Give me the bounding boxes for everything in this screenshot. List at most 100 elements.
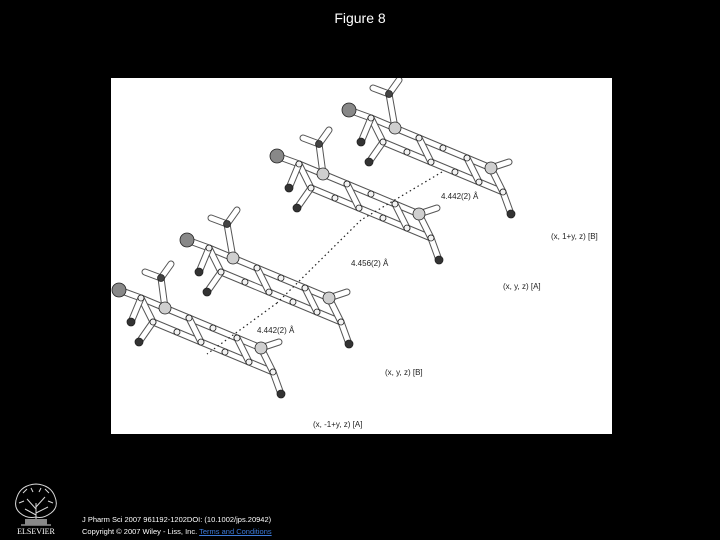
bond	[234, 335, 252, 365]
atom	[356, 137, 366, 147]
atom	[344, 339, 354, 349]
atom	[364, 157, 374, 167]
bond	[218, 269, 248, 285]
atom	[379, 214, 387, 222]
bond	[186, 315, 204, 345]
atom	[126, 317, 136, 327]
atom	[341, 102, 357, 118]
atom	[292, 203, 302, 213]
atom	[391, 200, 399, 208]
atom	[415, 134, 423, 142]
atom	[223, 220, 231, 228]
atom	[313, 308, 321, 316]
elsevier-wordmark: ELSEVIER	[17, 527, 55, 536]
atom	[194, 267, 204, 277]
atom	[322, 291, 336, 305]
bond	[464, 155, 482, 185]
atom	[379, 138, 387, 146]
terms-link[interactable]: Terms and Conditions	[199, 527, 272, 536]
contact-line-mid	[276, 219, 362, 304]
atom	[157, 274, 165, 282]
atom	[277, 274, 285, 282]
atom	[385, 90, 393, 98]
bond	[210, 325, 240, 341]
atom	[355, 204, 363, 212]
atom	[202, 287, 212, 297]
atom	[173, 328, 181, 336]
molecule-label-b: (x, y, z) [B]	[385, 368, 423, 377]
atom	[134, 337, 144, 347]
atom	[331, 194, 339, 202]
distance-label-mid: 4.456(2) Å	[351, 259, 389, 268]
bond	[254, 265, 272, 295]
molecule-label-top-b: (x, 1+y, z) [B]	[551, 232, 598, 241]
atom	[451, 168, 459, 176]
atom	[343, 180, 351, 188]
distance-label-top: 4.442(2) Å	[441, 192, 479, 201]
atom	[137, 294, 145, 302]
atom	[506, 209, 516, 219]
bond	[302, 285, 320, 315]
atom	[254, 341, 268, 355]
bond	[392, 201, 410, 231]
bond	[416, 135, 434, 165]
atom	[403, 148, 411, 156]
molecular-stack-drawing: 4.442(2) Å 4.456(2) Å 4.442(2) Å (x, 1+y…	[111, 78, 598, 429]
bond-sticks	[115, 78, 515, 398]
citation-line: J Pharm Sci 2007 961192-1202DOI: (10.100…	[82, 515, 272, 524]
atom	[269, 148, 285, 164]
atom	[276, 389, 286, 399]
atom	[427, 158, 435, 166]
bond	[440, 145, 470, 161]
copyright-line: Copyright © 2007 Wiley - Liss, Inc. Term…	[82, 526, 272, 538]
atom	[316, 167, 330, 181]
atom	[197, 338, 205, 346]
bond	[428, 159, 458, 175]
molecule-label-bottom-a: (x, -1+y, z) [A]	[313, 420, 362, 429]
atom	[245, 358, 253, 366]
atom	[205, 244, 213, 252]
atom	[307, 184, 315, 192]
atom	[412, 207, 426, 221]
atom-spheres	[111, 90, 516, 399]
atom	[217, 268, 225, 276]
atom	[484, 161, 498, 175]
atom	[253, 264, 261, 272]
bond	[380, 139, 410, 155]
atom	[388, 121, 402, 135]
bond	[150, 319, 180, 335]
atom	[265, 288, 273, 296]
atom	[241, 278, 249, 286]
atom	[221, 348, 229, 356]
atom	[179, 232, 195, 248]
slide-title: Figure 8	[334, 10, 386, 26]
atom	[269, 368, 277, 376]
atom	[209, 324, 217, 332]
copyright-text: Copyright © 2007 Wiley - Liss, Inc.	[82, 527, 198, 536]
contact-line-bottom	[206, 302, 278, 355]
atom	[427, 234, 435, 242]
atom	[149, 318, 157, 326]
atom	[295, 160, 303, 168]
molecule-label-a: (x, y, z) [A]	[503, 282, 541, 291]
atom	[226, 251, 240, 265]
atom	[337, 318, 345, 326]
atom	[185, 314, 193, 322]
atom	[367, 114, 375, 122]
atom	[284, 183, 294, 193]
atom	[289, 298, 297, 306]
atom	[499, 188, 507, 196]
elsevier-logo: ELSEVIER	[7, 479, 65, 537]
bond	[356, 205, 386, 221]
atom	[158, 301, 172, 315]
citation-block: J Pharm Sci 2007 961192-1202DOI: (10.100…	[82, 514, 272, 538]
bond	[266, 289, 296, 305]
atom	[434, 255, 444, 265]
atom	[315, 140, 323, 148]
atom	[463, 154, 471, 162]
atom	[475, 178, 483, 186]
atom	[367, 190, 375, 198]
atom	[301, 284, 309, 292]
bond	[198, 339, 228, 355]
atom	[111, 282, 127, 298]
